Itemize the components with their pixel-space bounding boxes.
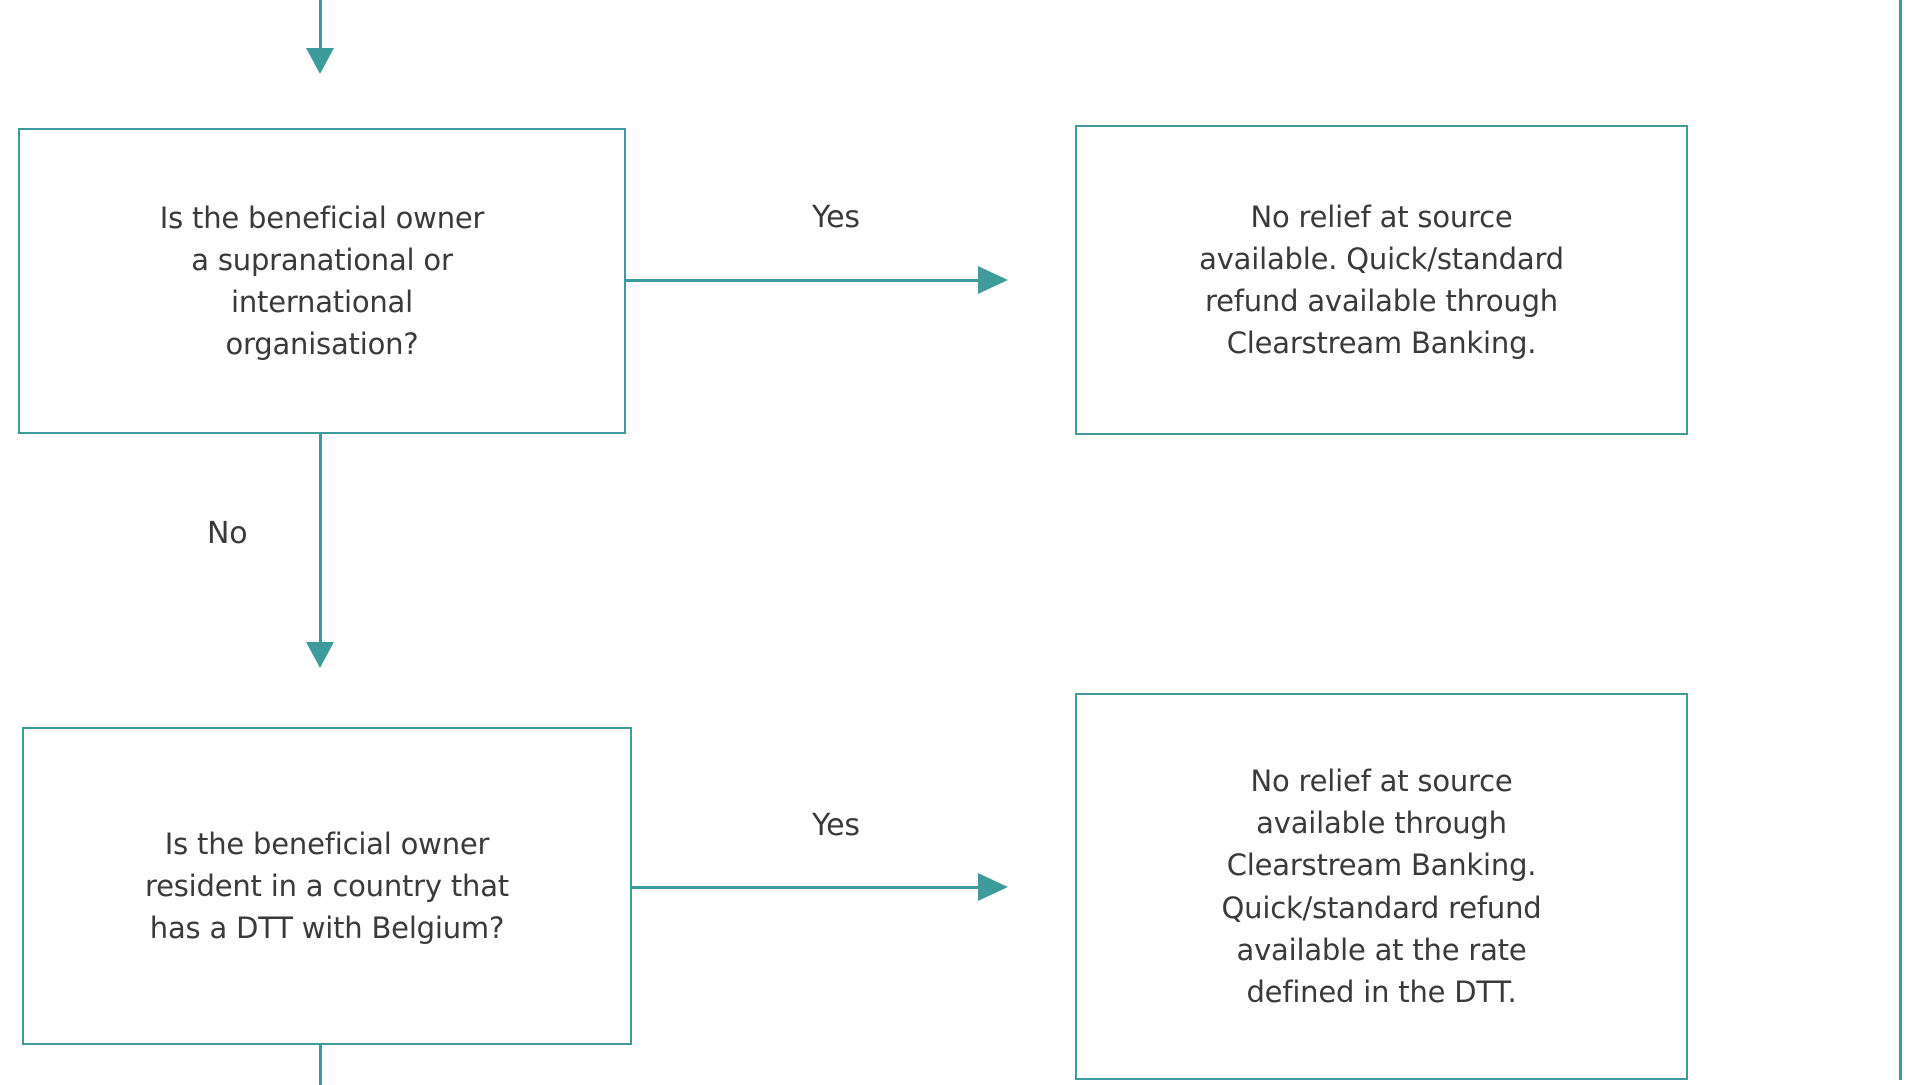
arrowhead-right-icon-yes-1 xyxy=(978,266,1008,294)
edge-label-yes-2: Yes xyxy=(812,808,860,843)
node-supranational-organisation[interactable]: Is the beneficial owner a supranational … xyxy=(18,128,626,434)
page-border-rule xyxy=(1899,0,1902,1080)
connector-line-outgoing-bottom xyxy=(319,1045,322,1085)
node-dtt-with-belgium-label: Is the beneficial owner resident in a co… xyxy=(145,826,509,946)
node-no-relief-at-source-dtt-rate-label: No relief at source available through Cl… xyxy=(1221,764,1542,1009)
connector-line-yes-1 xyxy=(626,279,980,282)
node-no-relief-at-source-quick-standard[interactable]: No relief at source available. Quick/sta… xyxy=(1075,125,1688,435)
node-dtt-with-belgium[interactable]: Is the beneficial owner resident in a co… xyxy=(22,727,632,1045)
arrowhead-right-icon-yes-2 xyxy=(978,873,1008,901)
connector-line-no-1 xyxy=(319,434,322,652)
node-no-relief-at-source-quick-standard-label: No relief at source available. Quick/sta… xyxy=(1199,199,1564,361)
node-supranational-organisation-label: Is the beneficial owner a supranational … xyxy=(159,200,485,362)
connector-line-yes-2 xyxy=(632,886,980,889)
arrowhead-down-icon-no-1 xyxy=(306,642,334,668)
edge-label-no-1: No xyxy=(207,516,248,551)
connector-line-incoming-top xyxy=(319,0,322,58)
arrowhead-down-icon-top xyxy=(306,48,334,74)
node-no-relief-at-source-dtt-rate[interactable]: No relief at source available through Cl… xyxy=(1075,693,1688,1080)
edge-label-yes-1: Yes xyxy=(812,200,860,235)
